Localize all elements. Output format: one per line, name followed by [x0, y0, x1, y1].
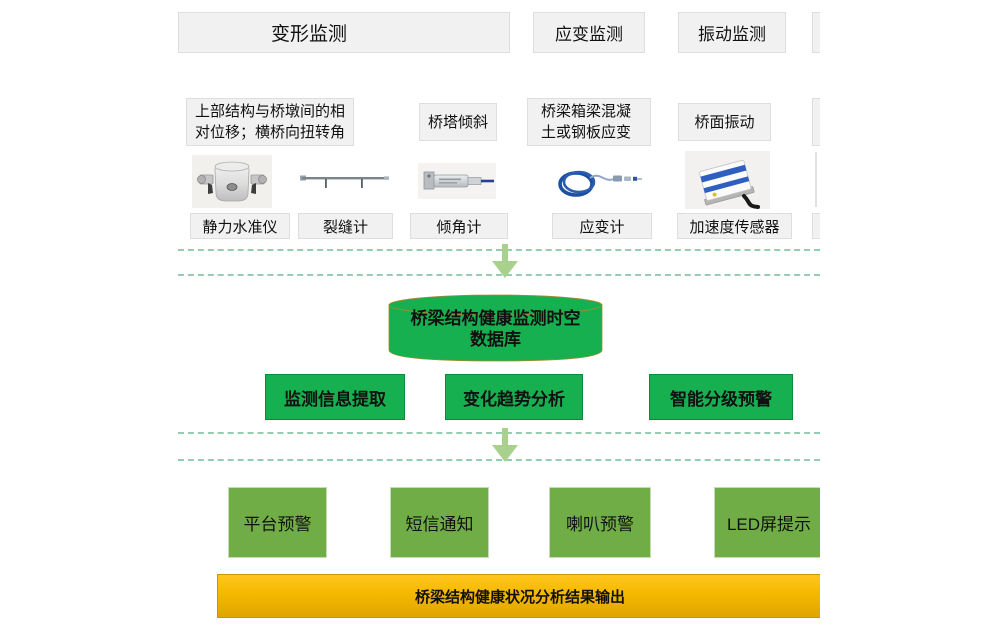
desc-relative-displacement: 上部结构与桥墩间的相对位移；横桥向扭转角 — [186, 98, 354, 146]
result-output-bar: 桥梁结构健康状况分析结果输出 — [217, 574, 820, 618]
desc-deck-vibration: 桥面振动 — [678, 103, 771, 141]
label-static-level: 静力水准仪 — [190, 213, 290, 239]
accelerometer-icon — [685, 151, 770, 209]
dashed-line-4 — [178, 459, 820, 461]
box-info-extraction: 监测信息提取 — [265, 374, 405, 420]
static-level-icon — [192, 155, 272, 208]
database-label: 桥梁结构健康监测时空 数据库 — [410, 309, 581, 349]
box-led-screen-prompt: LED屏提示 — [714, 487, 820, 558]
box-horn-alert: 喇叭预警 — [549, 487, 651, 558]
header-vibration-monitoring: 振动监测 — [678, 12, 786, 53]
box-platform-alert: 平台预警 — [228, 487, 327, 558]
dashed-line-2 — [178, 274, 820, 276]
label-cutoff-column — [812, 213, 820, 239]
header-strain-monitoring: 应变监测 — [533, 12, 645, 53]
strain-gauge-icon — [552, 157, 644, 205]
header-deformation-monitoring: 变形监测 — [178, 12, 510, 53]
label-accelerometer: 加速度传感器 — [677, 213, 792, 239]
desc-cutoff-column — [812, 98, 820, 146]
down-arrow-icon — [492, 244, 518, 278]
label-crack-meter: 裂缝计 — [298, 213, 393, 239]
label-inclinometer: 倾角计 — [410, 213, 508, 239]
cutoff-image-edge — [815, 152, 817, 207]
diagram-clip-area: 变形监测 应变监测 振动监测 上部结构与桥墩间的相对位移；横桥向扭转角 桥塔倾斜… — [178, 12, 820, 618]
desc-tower-tilt: 桥塔倾斜 — [419, 103, 497, 141]
database-cylinder: 桥梁结构健康监测时空 数据库 — [388, 294, 603, 362]
box-sms-notification: 短信通知 — [390, 487, 489, 558]
desc-box-girder-strain: 桥梁箱梁混凝土或钢板应变 — [527, 98, 651, 146]
box-trend-analysis: 变化趋势分析 — [445, 374, 583, 420]
label-strain-gauge: 应变计 — [552, 213, 652, 239]
down-arrow-icon — [492, 428, 518, 462]
crack-meter-icon — [298, 163, 390, 197]
dashed-line-3 — [178, 432, 820, 434]
header-cutoff-column — [812, 12, 820, 53]
box-smart-grading-alert: 智能分级预警 — [649, 374, 793, 420]
inclinometer-icon — [418, 163, 496, 199]
dashed-line-1 — [178, 249, 820, 251]
